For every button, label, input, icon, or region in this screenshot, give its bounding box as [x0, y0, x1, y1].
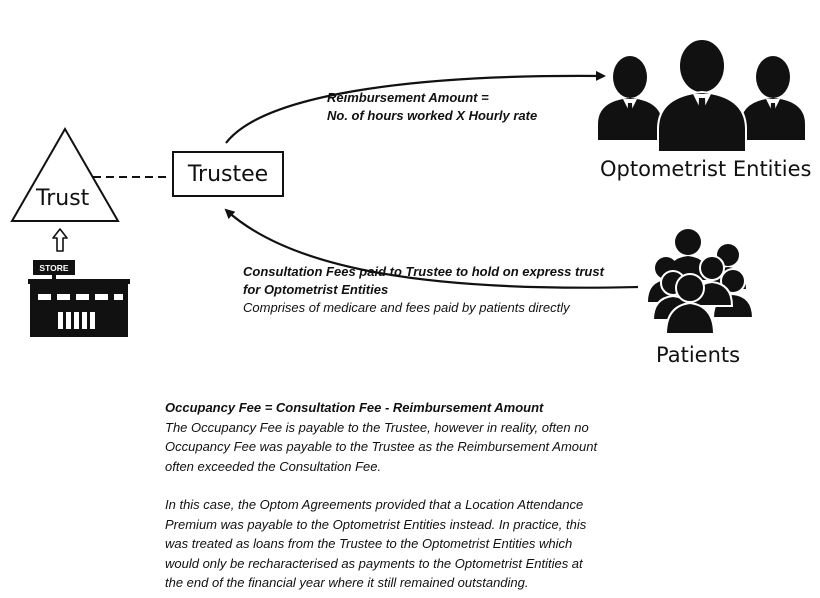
occupancy-fee-formula: Occupancy Fee = Consultation Fee - Reimb…	[165, 400, 544, 415]
people-group-icon	[598, 38, 805, 153]
paragraph-gap	[165, 476, 655, 495]
note-line: was treated as loans from the Trustee to…	[165, 536, 573, 551]
note-line: In this case, the Optom Agreements provi…	[165, 497, 584, 512]
consultation-label-line1: Consultation Fees paid to Trustee to hol…	[243, 264, 604, 279]
up-arrow-icon	[52, 228, 68, 252]
reimbursement-label-line2: No. of hours worked X Hourly rate	[327, 108, 538, 123]
note-line: often exceeded the Consultation Fee.	[165, 458, 382, 474]
optometrist-entities-label: Optometrist Entities	[600, 157, 812, 181]
patients-label: Patients	[656, 343, 741, 367]
reimbursement-label-line1: Reimbursement Amount =	[327, 90, 489, 105]
reimbursement-label: Reimbursement Amount = No. of hours work…	[327, 89, 537, 125]
note-line: Premium was payable to the Optometrist E…	[165, 516, 587, 532]
consultation-label-line2: for Optometrist Entities	[243, 282, 389, 297]
trust-label: Trust	[36, 186, 90, 211]
store-building-icon	[28, 260, 130, 337]
consultation-label-line3: Comprises of medicare and fees paid by p…	[243, 300, 570, 315]
note-line: The Occupancy Fee is payable to the Trus…	[165, 419, 589, 435]
occupancy-fee-notes: Occupancy Fee = Consultation Fee - Reimb…	[165, 398, 655, 593]
trustee-label: Trustee	[187, 161, 269, 187]
trust-triangle	[10, 126, 120, 222]
store-sign-label: STORE	[39, 263, 69, 273]
trustee-node: Trustee	[172, 151, 284, 197]
consultation-arrow	[224, 208, 639, 289]
note-line: Occupancy Fee was payable to the Trustee…	[165, 439, 598, 454]
note-line: the end of the financial year where it s…	[165, 575, 529, 590]
consultation-label: Consultation Fees paid to Trustee to hol…	[243, 263, 604, 317]
crowd-icon	[648, 229, 755, 335]
note-line: would only be recharacterised as payment…	[165, 555, 583, 571]
reimbursement-arrow	[225, 70, 606, 144]
